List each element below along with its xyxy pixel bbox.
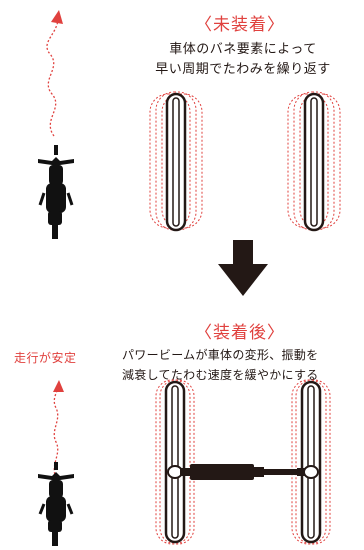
tire-outline-icon — [149, 91, 203, 232]
before-heading: 〈未装着〉 — [195, 15, 285, 35]
motorcycle-silhouette-icon — [38, 462, 74, 546]
squiggle-path-arrow-icon — [46, 10, 63, 137]
after-heading: 〈装着後〉 — [195, 323, 285, 343]
after-caption-line1: パワービームが車体の変形、振動を — [122, 348, 319, 362]
motorcycle-silhouette-icon — [38, 145, 74, 239]
before-caption-line2: 早い周期でたわみを繰り返す — [155, 62, 331, 77]
squiggle-path-arrow-icon — [53, 380, 64, 479]
after-caption-line2: 減衰してたわむ速度を緩やかにする — [122, 368, 319, 382]
before-caption: 車体のバネ要素によって 早い周期でたわみを繰り返す — [118, 40, 364, 80]
down-arrow-icon — [218, 240, 268, 296]
before-caption-line1: 車体のバネ要素によって — [169, 42, 317, 57]
tire-outline-icon — [287, 91, 341, 232]
stable-label: 走行が安定 — [14, 351, 77, 365]
tire-pair-with-power-beam — [155, 379, 331, 545]
after-caption: パワービームが車体の変形、振動を 減衰してたわむ速度を緩やかにする — [122, 345, 364, 385]
power-beam-bar-icon — [167, 464, 319, 480]
